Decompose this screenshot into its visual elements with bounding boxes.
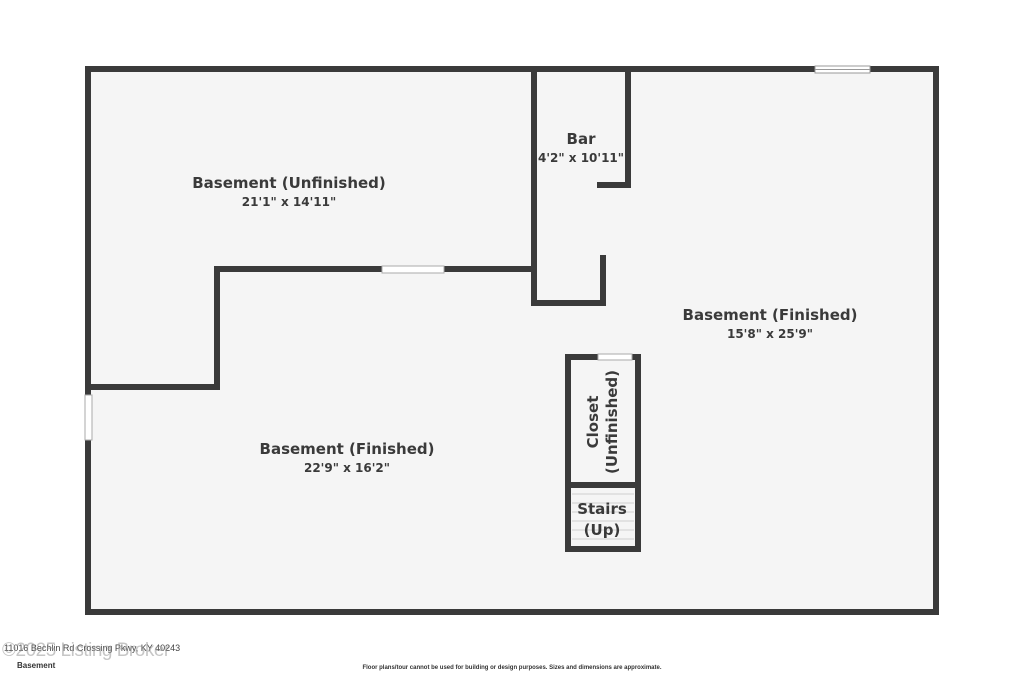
room-name-stairs-sub: (Up) <box>584 521 621 539</box>
floor-area <box>88 69 936 612</box>
room-name-basement-finished-left: Basement (Finished) <box>260 440 435 458</box>
room-dims-basement-finished-right: 15'8" x 25'9" <box>727 327 813 341</box>
closet-wall <box>565 354 641 552</box>
openings <box>84 65 871 441</box>
room-name-closet-sub: (Unfinished) <box>603 370 621 474</box>
opening-closet <box>597 353 633 361</box>
stair-treads <box>572 493 634 540</box>
room-dims-basement-unfinished: 21'1" x 14'11" <box>242 195 336 209</box>
disclaimer: Floor plans/tour cannot be used for buil… <box>362 665 662 671</box>
walls <box>85 66 939 615</box>
room-dims-bar: 4'2" x 10'11" <box>538 151 624 165</box>
room-name-stairs: Stairs <box>577 500 627 518</box>
watermark: ©2025 Listing Broker <box>2 640 170 661</box>
room-name-basement-unfinished: Basement (Unfinished) <box>192 174 386 192</box>
room-dims-basement-finished-left: 22'9" x 16'2" <box>304 461 390 475</box>
bar-wall-left <box>531 66 606 306</box>
opening-left <box>84 394 93 441</box>
interior-wall-step <box>85 266 385 390</box>
room-name-closet: Closet <box>584 396 602 449</box>
bar-wall-right <box>597 66 631 188</box>
room-name-basement-finished-right: Basement (Finished) <box>683 306 858 324</box>
level-label: Basement <box>17 661 56 670</box>
opening-interior <box>381 265 445 274</box>
footer-address: 11016 Bechlin Rd Crossing Pkwy, KY 40243 <box>4 643 181 653</box>
room-name-bar: Bar <box>567 130 597 148</box>
outer-wall <box>85 66 939 615</box>
